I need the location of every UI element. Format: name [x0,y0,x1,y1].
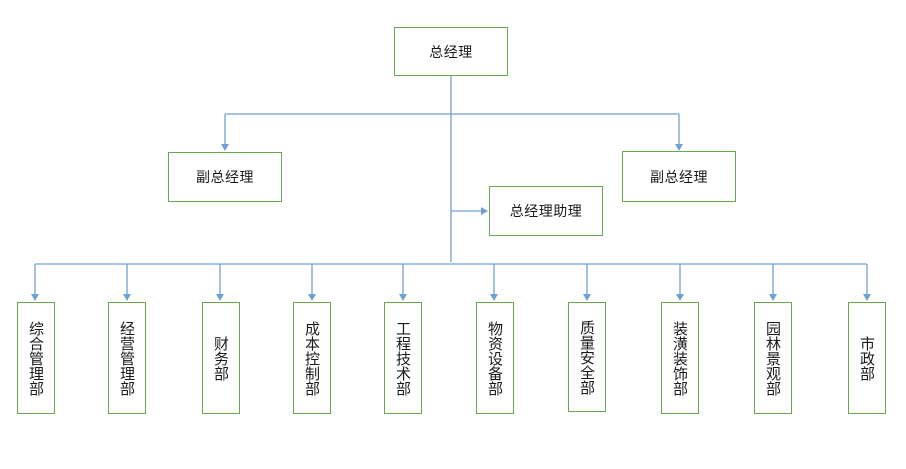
deputy-manager-right-label: 副总经理 [650,169,708,186]
department-box-6: 物资设备部 [476,302,514,414]
department-box-1: 综合管理部 [17,302,55,414]
department-box-8: 装潢装饰部 [661,302,699,414]
department-box-4: 成本控制部 [293,302,331,414]
department-label: 成本控制部 [303,320,321,396]
department-label: 市政部 [858,335,876,381]
department-label: 财务部 [212,335,230,381]
department-label: 质量安全部 [578,319,596,395]
department-label: 物资设备部 [486,320,504,396]
department-box-9: 园林景观部 [754,302,792,414]
deputy-manager-left-label: 副总经理 [196,170,254,186]
department-label: 装潢装饰部 [671,320,689,396]
department-box-7: 质量安全部 [568,302,606,412]
department-box-10: 市政部 [848,302,886,414]
department-label: 工程技术部 [394,320,412,396]
general-manager-label: 总经理 [429,44,473,61]
department-label: 园林景观部 [764,320,782,396]
department-box-2: 经营管理部 [108,302,146,414]
department-label: 经营管理部 [118,320,136,396]
department-label: 综合管理部 [27,320,45,396]
deputy-manager-left-box: 副总经理 [168,152,282,202]
deputy-manager-right-box: 副总经理 [622,151,736,202]
assistant-manager-box: 总经理助理 [489,186,603,236]
department-box-3: 财务部 [202,302,240,414]
assistant-manager-label: 总经理助理 [509,204,583,220]
department-box-5: 工程技术部 [384,302,422,414]
general-manager-box: 总经理 [394,27,508,76]
